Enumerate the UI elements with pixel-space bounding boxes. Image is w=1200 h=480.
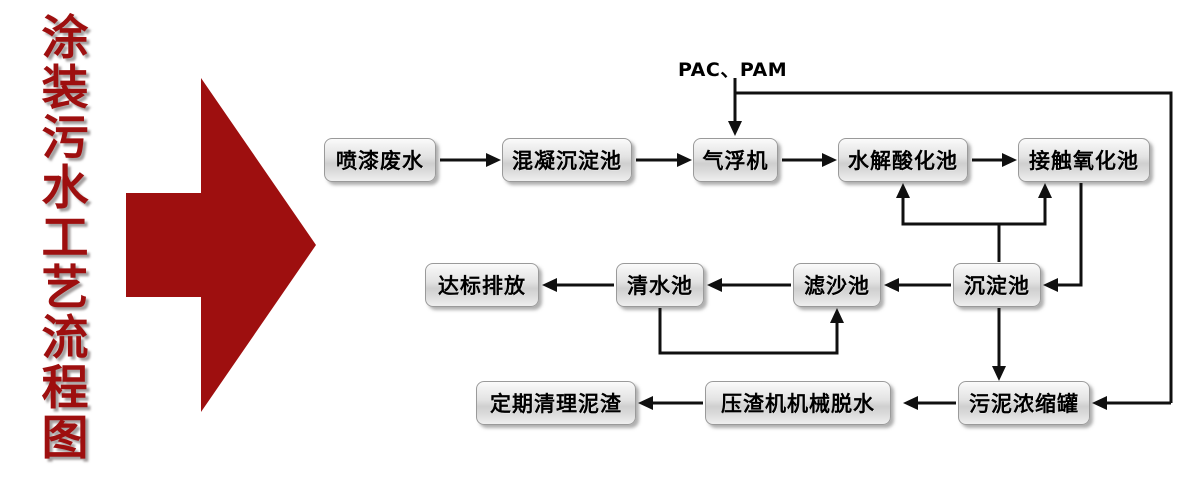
node-label: 水解酸化池 xyxy=(848,148,958,173)
node-press-dewatering[interactable]: 压渣机机械脱水 xyxy=(705,381,891,425)
node-label: 滤沙池 xyxy=(804,273,870,298)
node-label: 清水池 xyxy=(627,273,693,298)
node-contact-oxidation[interactable]: 接触氧化池 xyxy=(1018,138,1150,182)
edge-cleanwater-backwash-to-sandfilter xyxy=(658,308,844,355)
node-label: 接触氧化池 xyxy=(1029,148,1139,173)
title-char: 污 xyxy=(41,111,89,166)
edge-thickener-to-press xyxy=(903,396,956,410)
node-clean-water-tank[interactable]: 清水池 xyxy=(616,263,704,307)
edge-cleanwater-to-discharge xyxy=(542,278,614,292)
edge-sedimentation-return-riser xyxy=(896,183,1052,262)
big-red-arrow-icon xyxy=(126,78,316,412)
node-label: 污泥浓缩罐 xyxy=(969,391,1079,416)
node-sludge-thickener[interactable]: 污泥浓缩罐 xyxy=(958,381,1090,425)
page-title: 涂 装 污 水 工 艺 流 程 图 xyxy=(22,14,108,466)
edge-contact-to-sedimentation xyxy=(1043,183,1083,292)
title-char: 程 xyxy=(41,361,89,416)
title-char: 水 xyxy=(41,161,89,216)
node-air-flotation[interactable]: 气浮机 xyxy=(693,138,778,182)
title-char: 流 xyxy=(41,311,89,366)
edge-coagulation-to-flotation xyxy=(636,153,692,167)
edge-press-to-cleanup xyxy=(638,396,703,410)
node-label: 沉淀池 xyxy=(964,273,1030,298)
node-sludge-cleanup[interactable]: 定期清理泥渣 xyxy=(476,381,636,425)
edge-sedimentation-to-sandfilter xyxy=(884,278,951,292)
edge-right-return-to-thickener xyxy=(1092,396,1171,410)
node-sedimentation-tank[interactable]: 沉淀池 xyxy=(953,263,1041,307)
edge-sedimentation-to-thickener xyxy=(992,308,1006,381)
node-label: 压渣机机械脱水 xyxy=(721,391,875,416)
node-sand-filter[interactable]: 滤沙池 xyxy=(793,263,881,307)
edge-dosing-to-flotation xyxy=(728,78,742,136)
node-label: 定期清理泥渣 xyxy=(490,391,622,416)
edge-hydrolysis-to-contact xyxy=(972,153,1017,167)
node-hydrolysis-tank[interactable]: 水解酸化池 xyxy=(838,138,968,182)
title-char: 工 xyxy=(41,211,89,266)
node-label: 喷漆废水 xyxy=(336,148,424,173)
dosing-label: PAC、PAM xyxy=(678,59,788,81)
node-label: 气浮机 xyxy=(702,148,769,173)
title-char: 艺 xyxy=(41,261,89,316)
node-label: 达标排放 xyxy=(438,273,526,298)
edge-spray-to-coagulation xyxy=(440,153,501,167)
node-standard-discharge[interactable]: 达标排放 xyxy=(425,263,539,307)
title-char: 装 xyxy=(41,61,89,116)
edge-sandfilter-to-cleanwater xyxy=(707,278,791,292)
edge-flotation-to-hydrolysis xyxy=(782,153,837,167)
node-coagulation-tank[interactable]: 混凝沉淀池 xyxy=(502,138,632,182)
title-char: 图 xyxy=(41,411,89,466)
title-char: 涂 xyxy=(41,11,89,66)
node-label: 混凝沉淀池 xyxy=(512,148,622,173)
node-spray-wastewater[interactable]: 喷漆废水 xyxy=(324,138,436,182)
